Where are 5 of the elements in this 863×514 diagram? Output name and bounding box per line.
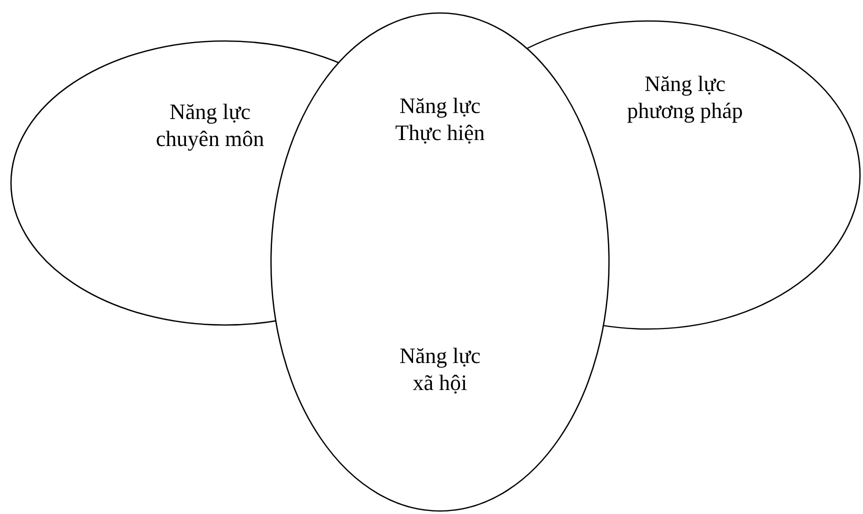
node-label: Năng lực Thực hiện — [394, 92, 486, 146]
node-label: Năng lực chuyên môn — [154, 98, 266, 152]
ellipse-node — [270, 12, 610, 512]
node-label: Năng lực phương pháp — [626, 70, 744, 124]
node-label: Năng lực xã hội — [398, 342, 482, 396]
